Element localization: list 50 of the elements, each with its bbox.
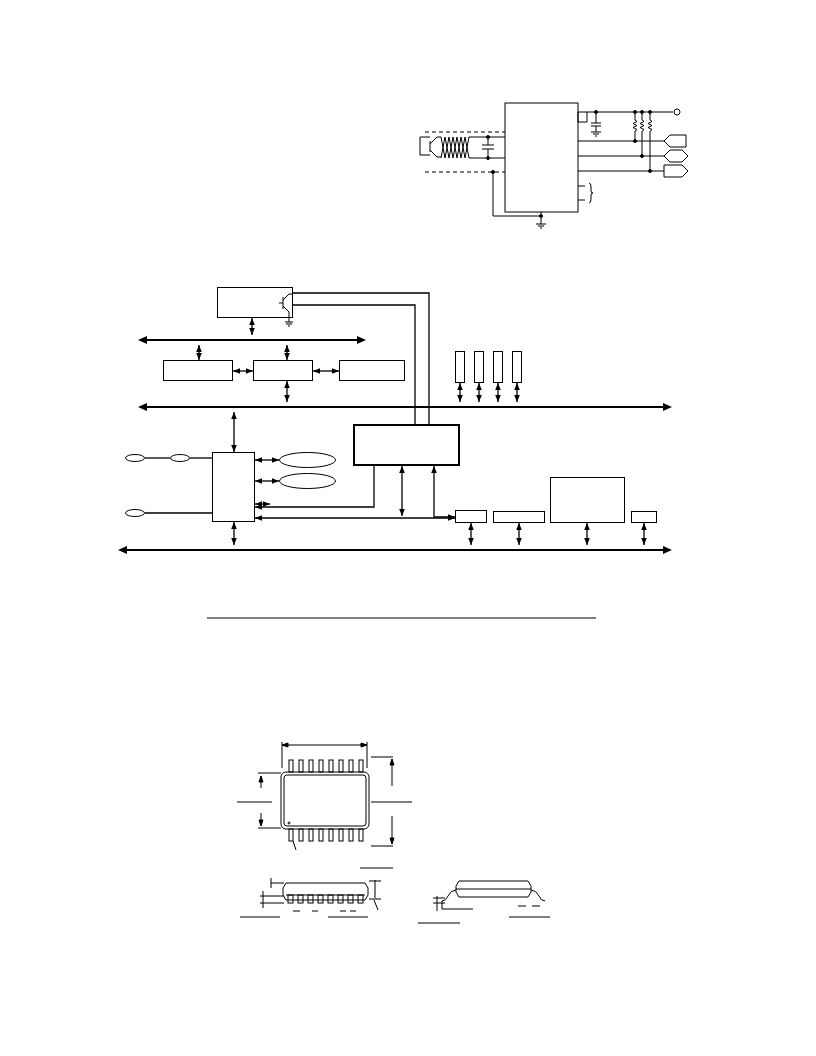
arrow — [231, 521, 237, 546]
arrow — [284, 344, 290, 361]
arrow — [431, 465, 456, 520]
block-box — [253, 360, 313, 381]
block-box — [631, 511, 657, 523]
arrow — [249, 317, 255, 336]
oval-shape — [279, 473, 336, 489]
arrow — [468, 522, 474, 546]
arrow — [514, 382, 520, 403]
connector-line — [189, 457, 213, 459]
arrow — [254, 465, 375, 510]
arrow — [312, 368, 340, 374]
block-box — [455, 510, 487, 523]
block-box — [212, 452, 255, 522]
oval-shape — [170, 454, 190, 462]
block-box — [550, 477, 625, 523]
arrow — [254, 501, 271, 507]
arrow — [232, 368, 254, 374]
arrow — [231, 411, 237, 453]
arrow — [254, 457, 280, 463]
arrow — [584, 522, 590, 546]
arrow — [196, 344, 202, 361]
oval-shape — [125, 454, 145, 462]
connector-line — [292, 304, 416, 425]
block-box — [493, 511, 545, 523]
block-box — [163, 360, 233, 381]
arrow — [254, 478, 280, 484]
bus-line — [138, 402, 672, 412]
arrow — [399, 465, 405, 517]
arrow — [476, 382, 482, 403]
arrow — [254, 515, 456, 521]
block-box — [353, 424, 460, 466]
arrow — [457, 382, 463, 403]
connector-line — [292, 292, 430, 425]
bus-line — [138, 335, 366, 345]
arrow — [495, 382, 501, 403]
connector-line — [144, 457, 171, 459]
block-box — [512, 351, 522, 383]
arrow — [641, 522, 647, 546]
block-box — [455, 351, 465, 383]
block-box — [474, 351, 484, 383]
connector-line — [144, 512, 213, 514]
block-box — [217, 287, 293, 318]
arrow — [284, 380, 290, 403]
block-box — [493, 351, 503, 383]
bus-line — [118, 545, 672, 555]
arrow — [516, 522, 522, 546]
oval-shape — [125, 509, 145, 517]
oval-shape — [279, 452, 336, 468]
block-box — [339, 360, 405, 381]
